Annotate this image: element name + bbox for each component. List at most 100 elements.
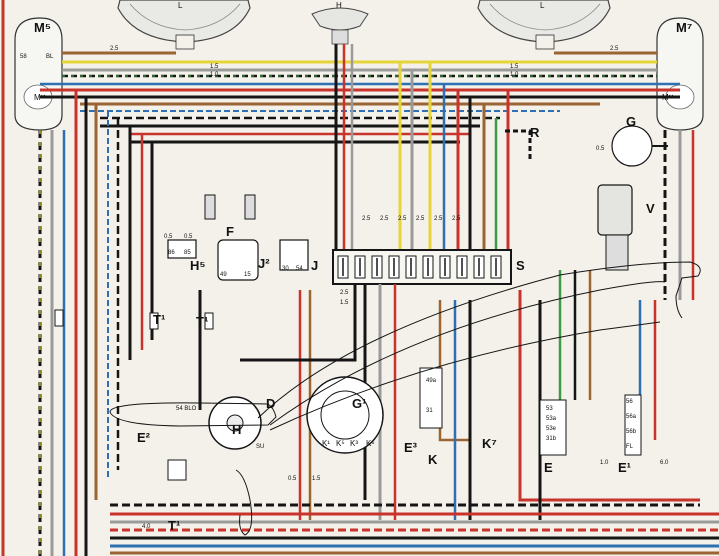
wire-size: 2.5	[380, 216, 389, 222]
wire-size: 2.5	[110, 46, 119, 52]
label-F: F	[226, 224, 234, 239]
terminal-BL: BL	[46, 54, 54, 60]
label-E: E	[544, 460, 553, 475]
wire-size: 0.5	[288, 476, 297, 482]
terminal-SU: SU	[256, 444, 264, 450]
terminal-31: 31	[426, 408, 433, 414]
terminal-block-E	[539, 399, 567, 456]
wire-size: 2.5	[416, 216, 425, 222]
label-horn: H	[336, 1, 342, 10]
terminal-56b: 56b	[626, 429, 637, 435]
wire-size: 6.0	[660, 460, 669, 466]
terminal-FL: FL	[626, 444, 634, 450]
terminal-58: 58	[20, 54, 27, 60]
wire-size: 1.0	[510, 72, 519, 78]
wire-bundle-lower	[198, 270, 700, 520]
wire-size: 2.5	[362, 216, 371, 222]
label-K: K	[428, 452, 438, 467]
terminal-block-31	[419, 367, 443, 429]
light-switch-H	[208, 396, 262, 450]
fuse-box-S	[332, 249, 512, 285]
label-M11-left: M¹¹	[34, 93, 46, 102]
terminal-30: 30	[282, 266, 289, 272]
label-L-right: L	[540, 1, 545, 10]
terminal-15: 15	[244, 272, 251, 278]
terminal-54: 54	[296, 266, 303, 272]
terminal-49: 49	[220, 272, 227, 278]
label-L-left: L	[178, 1, 183, 10]
label-K6: K⁶	[366, 439, 375, 448]
terminal-54-BLO: 54 BLO	[176, 406, 197, 412]
connector-T1	[54, 309, 214, 481]
label-M11-right: M¹¹	[662, 93, 674, 102]
terminal-53a: 53a	[546, 416, 557, 422]
terminal-53: 53	[546, 406, 553, 412]
wire-size: 1.0	[210, 72, 219, 78]
hand-drawn-annotation	[109, 261, 701, 536]
wire-size: 1.0	[600, 460, 609, 466]
wire-size: 2.5	[610, 46, 619, 52]
headlight-left	[117, 0, 251, 50]
instrument-G1	[306, 376, 384, 454]
wire-size: 1.5	[510, 64, 519, 70]
wire-size: 2.5	[398, 216, 407, 222]
wire-bundle-bottom	[110, 503, 719, 555]
label-E3: E³	[404, 440, 418, 455]
label-M5: M⁵	[34, 20, 51, 35]
label-V: V	[646, 201, 655, 216]
switch-F	[204, 194, 256, 220]
wire-size: 1.5	[210, 64, 219, 70]
terminal-56a: 56a	[626, 414, 637, 420]
wire-size-labels: 2.5 2.5 1.5 1.0 1.5 1.0 0.5 0.5 0.5 2.5 …	[110, 46, 669, 530]
terminal-labels: 58 BL 49a 31 53 53a 53e 31b 56 56a 56b F…	[20, 54, 637, 450]
label-J2: J²	[258, 256, 270, 271]
wire-size: 2.5	[452, 216, 461, 222]
terminal-31b: 31b	[546, 436, 557, 442]
label-H: H	[232, 422, 241, 437]
relay-J	[279, 239, 309, 271]
label-J: J	[311, 258, 318, 273]
wire-size: 4.0	[142, 524, 151, 530]
relay-J2	[217, 239, 259, 281]
label-G: G	[626, 114, 636, 129]
label-K3: K³	[350, 439, 358, 448]
label-K5: K⁵	[336, 439, 345, 448]
wire-size: 0.5	[184, 234, 193, 240]
wire-R-lead	[505, 129, 532, 160]
terminal-86: 86	[168, 250, 175, 256]
headlight-right	[477, 0, 611, 50]
gauge-G	[611, 125, 668, 167]
label-K7: K⁷	[482, 436, 497, 451]
component-labels: R G V S F J J² H⁵ T¹ T¹ T¹ D H E² E³ K⁷ …	[34, 1, 692, 533]
label-E2: E²	[137, 430, 151, 445]
wire-size: 2.5	[340, 290, 349, 296]
label-T1c: T¹	[168, 518, 180, 533]
horn-component	[311, 7, 369, 45]
motor-V	[597, 184, 633, 271]
wire-size: 0.5	[164, 234, 173, 240]
terminal-49a: 49a	[426, 378, 437, 384]
terminal-block-E1	[624, 394, 642, 456]
terminal-56: 56	[626, 399, 633, 405]
terminal-85: 85	[184, 250, 191, 256]
relay-H5	[167, 239, 197, 259]
wire-size: 1.5	[340, 300, 349, 306]
label-T1b: T¹	[196, 314, 208, 329]
label-S: S	[516, 258, 525, 273]
wire-bundle-top	[40, 51, 680, 144]
label-D: D	[266, 396, 275, 411]
label-K1: K¹	[322, 439, 330, 448]
label-E1: E¹	[618, 460, 631, 475]
label-R: R	[530, 125, 540, 140]
label-G1: G¹	[352, 396, 366, 411]
wire-size: 0.5	[596, 146, 605, 152]
label-T1a: T¹	[153, 312, 165, 327]
label-M7: M⁷	[676, 20, 692, 35]
label-H5: H⁵	[190, 258, 206, 273]
terminal-53e: 53e	[546, 426, 557, 432]
wire-size: 1.5	[312, 476, 321, 482]
wire-size: 2.5	[434, 216, 443, 222]
wire-bundle-vertical	[38, 44, 695, 556]
